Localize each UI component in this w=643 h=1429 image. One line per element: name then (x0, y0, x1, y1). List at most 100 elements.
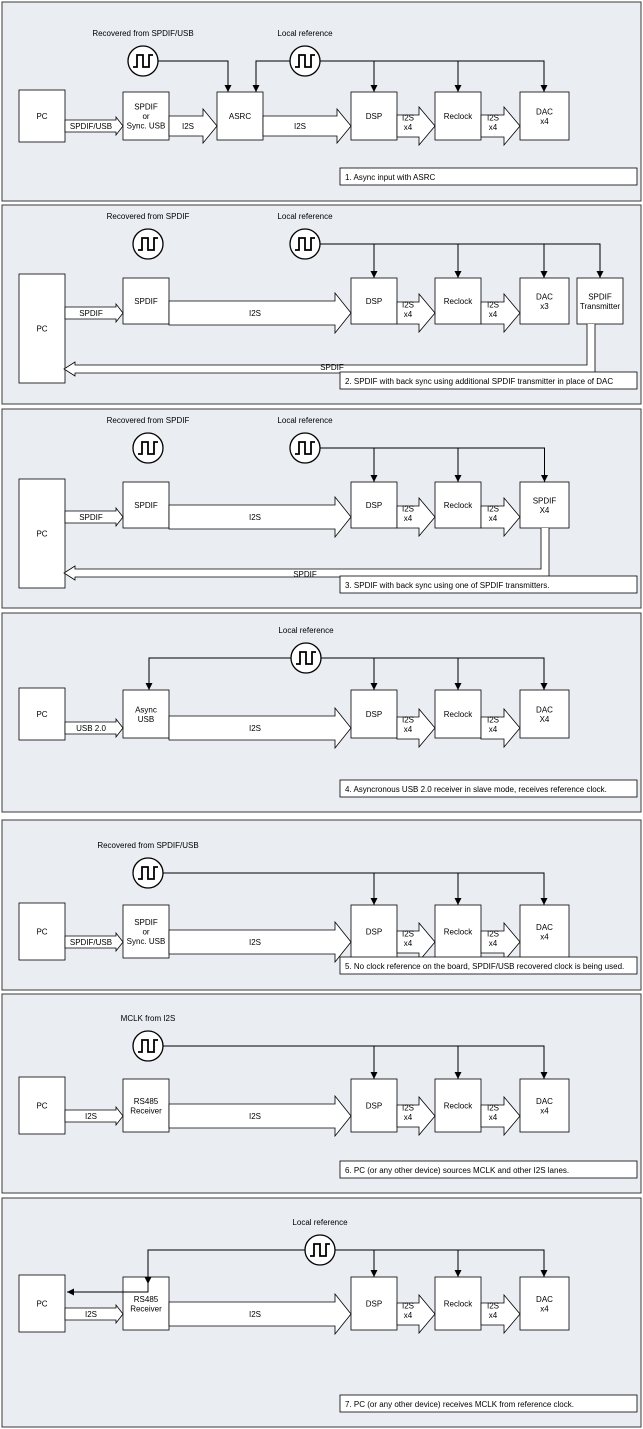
link-label: I2S (487, 1301, 499, 1310)
block-dsp: DSP (350, 904, 398, 959)
block-pc: PC (18, 687, 66, 741)
block-label: or (142, 928, 149, 937)
link-label: I2S (487, 300, 499, 309)
link-label: x4 (489, 725, 498, 734)
block-label: Reclock (444, 112, 473, 121)
link-label: SPDIF (293, 570, 317, 579)
link-label: x4 (489, 939, 498, 948)
block-dsp: DSP (350, 1276, 398, 1331)
clock-arrowhead (541, 475, 548, 482)
link-label: SPDIF (79, 309, 103, 318)
block-label: Sync. USB (127, 122, 166, 131)
clock-wire (320, 243, 601, 278)
clock-wire (158, 60, 229, 92)
link-label: x4 (404, 725, 413, 734)
link-label: x4 (404, 310, 413, 319)
block-label: DAC (536, 923, 553, 932)
link-label: I2S (249, 1112, 261, 1121)
clock-arrowhead (145, 683, 153, 690)
link-label: I2S (487, 113, 499, 122)
clock-arrowhead (144, 1277, 152, 1284)
block-label: Receiver (130, 1304, 162, 1313)
clock-arrowhead (540, 1072, 548, 1079)
link-label: I2S (249, 513, 261, 522)
block-pc: PC (18, 902, 66, 961)
clock-arrowhead (596, 271, 604, 278)
clock-arrowhead (370, 1270, 378, 1277)
link-label: I2S (249, 1310, 261, 1319)
link-label: x4 (489, 310, 498, 319)
block-label: Receiver (130, 1106, 162, 1115)
signal-arrow (480, 1293, 521, 1335)
block-label: PC (36, 710, 47, 719)
clock-wire (320, 60, 545, 92)
panel-caption: 6. PC (or any other device) sources MCLK… (339, 1160, 638, 1179)
caption-text: 3. SPDIF with back sync using one of SPD… (345, 581, 550, 590)
panel-caption: 1. Async input with ASRC (339, 167, 638, 186)
block-rx: SPDIF (122, 277, 170, 325)
square-wave-icon (290, 642, 322, 674)
square-wave-icon (304, 1234, 336, 1266)
block-label: DAC (536, 1097, 553, 1106)
block-label: Reclock (444, 710, 473, 719)
oscillator-label: Recovered from SPDIF (107, 212, 190, 221)
clock-arrowhead (454, 85, 462, 92)
link-label: I2S (85, 1310, 97, 1319)
block-dsp: DSP (350, 1078, 398, 1133)
signal-arrow (168, 107, 218, 145)
block-label: x4 (540, 1304, 549, 1313)
block-asrc: ASRC (216, 91, 264, 141)
block-label: SPDIF (134, 103, 158, 112)
signal-arrow (480, 496, 521, 538)
oscillator-label: Local reference (277, 29, 333, 38)
square-wave-icon (132, 1030, 164, 1062)
caption-text: 7. PC (or any other device) receives MCL… (345, 1400, 574, 1409)
block-label: PC (36, 928, 47, 937)
signal-arrow (262, 107, 352, 145)
oscillator-label: Recovered from SPDIF (107, 416, 190, 425)
block-label: RS485 (134, 1295, 159, 1304)
block-pc: PC (18, 273, 66, 384)
block-label: SPDIF (134, 918, 158, 927)
block-label: DAC (536, 1295, 553, 1304)
link-label: I2S (402, 929, 414, 938)
clock-wire (67, 1249, 305, 1293)
signal-arrow (168, 291, 352, 335)
block-reclock: Reclock (434, 1276, 482, 1331)
oscillator-label: Local reference (277, 212, 333, 221)
signal-arrow (168, 495, 352, 539)
signal-arrow (396, 496, 436, 538)
block-label: DAC (536, 107, 553, 116)
signal-arrow (64, 717, 124, 739)
block-label: SPDIF (134, 297, 158, 306)
signal-arrow (480, 1095, 521, 1137)
clock-arrowhead (454, 898, 462, 905)
clock-arrowhead (540, 271, 548, 278)
signal-arrow (168, 1292, 352, 1336)
block-pc: PC (18, 478, 66, 589)
link-label: I2S (249, 724, 261, 733)
clock-wire (148, 657, 291, 690)
block-label: DSP (366, 112, 382, 121)
block-pc: PC (18, 1274, 66, 1333)
clock-wire (163, 1045, 545, 1079)
block-label: PC (36, 1300, 47, 1309)
block-label: X4 (540, 715, 550, 724)
signal-arrow (168, 706, 352, 750)
link-label: I2S (402, 504, 414, 513)
block-label: x3 (540, 302, 549, 311)
signal-arrow (480, 105, 521, 147)
link-label: SPDIF/USB (70, 122, 112, 131)
block-label: Reclock (444, 297, 473, 306)
block-label: DSP (366, 297, 382, 306)
block-label: SPDIF (533, 496, 557, 505)
